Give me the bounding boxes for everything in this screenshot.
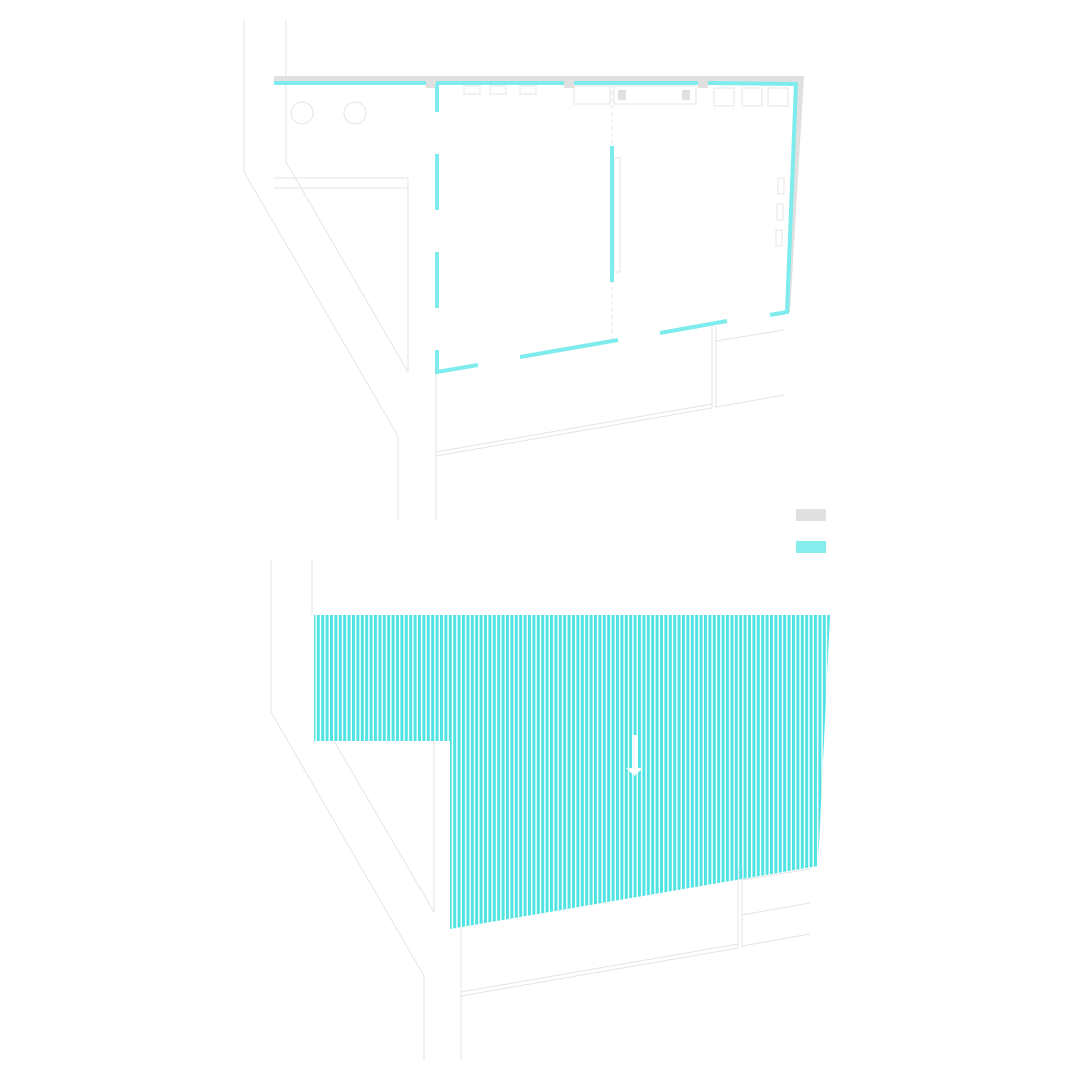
context-lines [243,20,789,520]
legend-swatch-existing-wall [796,509,826,521]
table-icon [343,101,367,125]
top-plan [243,20,804,520]
existing-walls [274,76,804,312]
legend-swatch-new-wall [796,541,826,553]
arrow-down-icon [626,735,643,776]
new-walls [274,81,799,375]
demolition-area [314,615,830,929]
context-lines [270,560,811,1060]
bottom-plan [270,560,830,1060]
table-icon [290,101,314,125]
